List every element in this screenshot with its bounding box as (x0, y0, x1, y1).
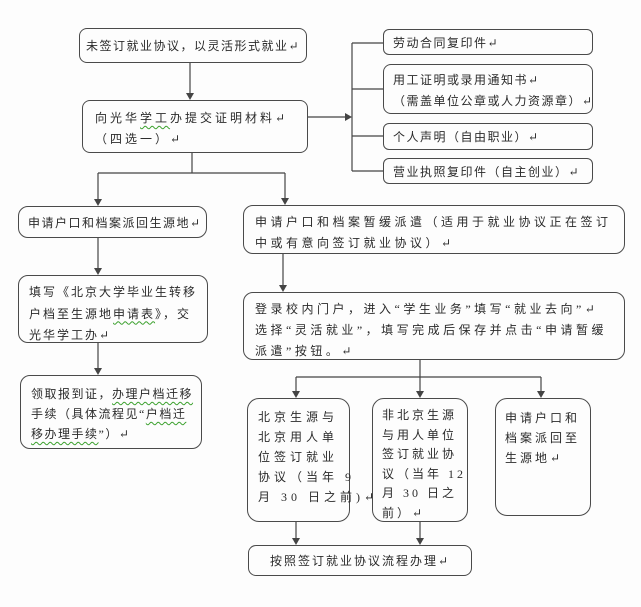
text-segment: 办提交证明材料↵ (170, 111, 289, 125)
node-text-line: 手续（具体流程见“户档迁 (31, 404, 191, 424)
node-text-line: 户档至生源地申请表》，交 (29, 304, 197, 326)
node-employment-proof: 用工证明或录用通知书↵ （需盖单位公章或人力资源章）↵ (383, 64, 593, 114)
node-text-line: 派遣”按钮。↵ (255, 344, 355, 358)
node-beijing-agreement: 北京生源与 北京用人单 位签订就业 协议（当年 9 月 30 日之前)↵ (247, 398, 379, 522)
node-text-line: 协议（当年 9 (258, 470, 356, 484)
node-delay-dispatch: 申请户口和档案暂缓派遣（适用于就业协议正在签订 中或有意向签订就业协议）↵ (243, 205, 625, 254)
text-segment: 向光华 (95, 111, 141, 125)
node-text-line: 月 30 日之前)↵ (258, 490, 379, 504)
node-text-line: 登录校内门户，进入“学生业务”填写“就业去向”↵ (255, 302, 599, 316)
node-text: 劳动合同复印件↵ (393, 35, 500, 50)
node-text-line: 填写《北京大学毕业生转移 (29, 285, 198, 299)
edge-return-to-form (94, 238, 102, 275)
node-personal-statement: 个人声明（自由职业）↵ (383, 123, 593, 150)
text-segment: 户档至生源地 (29, 306, 114, 321)
spellcheck-wavy-segment: 学工 (140, 111, 171, 125)
node-text-line: 向光华学工办提交证明材料↵ (95, 108, 295, 129)
node-receive-certificate: 领取报到证，办理户档迁移 手续（具体流程见“户档迁 移办理手续”）↵ (20, 375, 202, 449)
edge-beijing-to-process (292, 522, 300, 545)
node-text-line: （四选一）↵ (95, 132, 184, 146)
node-text-line: 与用人单位 (382, 427, 458, 442)
edge-submit-to-materials (308, 42, 383, 172)
node-text-line: 移办理手续”）↵ (31, 424, 191, 444)
edge-submit-split (94, 153, 289, 206)
node-text: 按照签订就业协议流程办理↵ (269, 554, 451, 568)
node-text-line: 用工证明或录用通知书↵ (393, 73, 540, 87)
node-return-hometown: 申请户口和档案派回生源地↵ (18, 206, 207, 238)
node-follow-process: 按照签订就业协议流程办理↵ (248, 545, 472, 576)
node-fill-form: 填写《北京大学毕业生转移 户档至生源地申请表》，交 光华学工办↵ (18, 275, 208, 343)
spellcheck-wavy-segment: 申请表 (113, 306, 156, 321)
node-text-line: 议（当年 12 (382, 466, 467, 481)
node-text-line: 签订就业协 (382, 447, 458, 461)
node-text: 未签订就业协议，以灵活形式就业↵ (85, 39, 301, 53)
text-segment: 领取报到证， (31, 387, 113, 401)
edge-delay-to-portal (279, 254, 287, 292)
node-text-line: 选择“灵活就业”，填写完成后保存并点击“申请暂缓 (255, 323, 607, 337)
node-text-line: 申请户口和档案暂缓派遣（适用于就业协议正在签订 (255, 215, 612, 229)
node-business-license: 营业执照复印件（自主创业）↵ (383, 158, 593, 184)
node-text-line: 北京用人单 (258, 430, 339, 444)
node-text-line: （需盖单位公章或人力资源章）↵ (393, 94, 594, 108)
node-text-line: 北京生源与 (258, 410, 339, 424)
edge-portal-split (292, 360, 545, 398)
node-return-hometown-2: 申请户口和 档案派回至 生源地↵ (495, 398, 591, 516)
node-text-line: 领取报到证，办理户档迁移 (31, 384, 194, 404)
node-portal-steps: 登录校内门户，进入“学生业务”填写“就业去向”↵ 选择“灵活就业”，填写完成后保… (243, 292, 625, 360)
node-labor-contract: 劳动合同复印件↵ (383, 29, 593, 55)
node-text-line: 中或有意向签订就业协议）↵ (255, 236, 455, 250)
edge-flexible-to-submit (186, 63, 194, 100)
node-text-line: 非北京生源 (382, 408, 458, 422)
node-text-line: 生源地↵ (505, 451, 564, 465)
edge-form-to-cert (94, 343, 102, 375)
spellcheck-wavy-segment: 移办理手续 (31, 427, 99, 441)
node-text-line: 前）↵ (382, 505, 426, 520)
node-text-line: 光华学工办↵ (29, 328, 112, 342)
node-text-line: 申请户口和 (505, 411, 581, 425)
node-non-beijing-agreement: 非北京生源 与用人单位 签订就业协 议（当年 12 月 30 日之 前）↵ (372, 398, 468, 522)
edge-nonbeijing-to-process (416, 522, 424, 545)
text-segment: 手续（具体流程见“ (31, 407, 146, 421)
node-text-line: 位签订就业 (258, 450, 339, 464)
text-segment: 》，交 (155, 306, 192, 321)
node-text: 营业执照复印件（自主创业）↵ (393, 164, 581, 179)
node-text-line: 档案派回至 (505, 431, 581, 445)
spellcheck-wavy-segment: 办理户档迁移 (112, 387, 194, 401)
node-submit-materials: 向光华学工办提交证明材料↵ （四选一）↵ (82, 100, 308, 153)
node-text: 个人声明（自由职业）↵ (393, 130, 540, 144)
node-flexible-employment: 未签订就业协议，以灵活形式就业↵ (79, 28, 307, 63)
node-text: 申请户口和档案派回生源地↵ (28, 215, 202, 230)
spellcheck-wavy-segment: 户档迁 (145, 407, 187, 421)
node-text-line: 月 30 日之 (382, 486, 458, 500)
text-segment: ”）↵ (98, 427, 131, 441)
